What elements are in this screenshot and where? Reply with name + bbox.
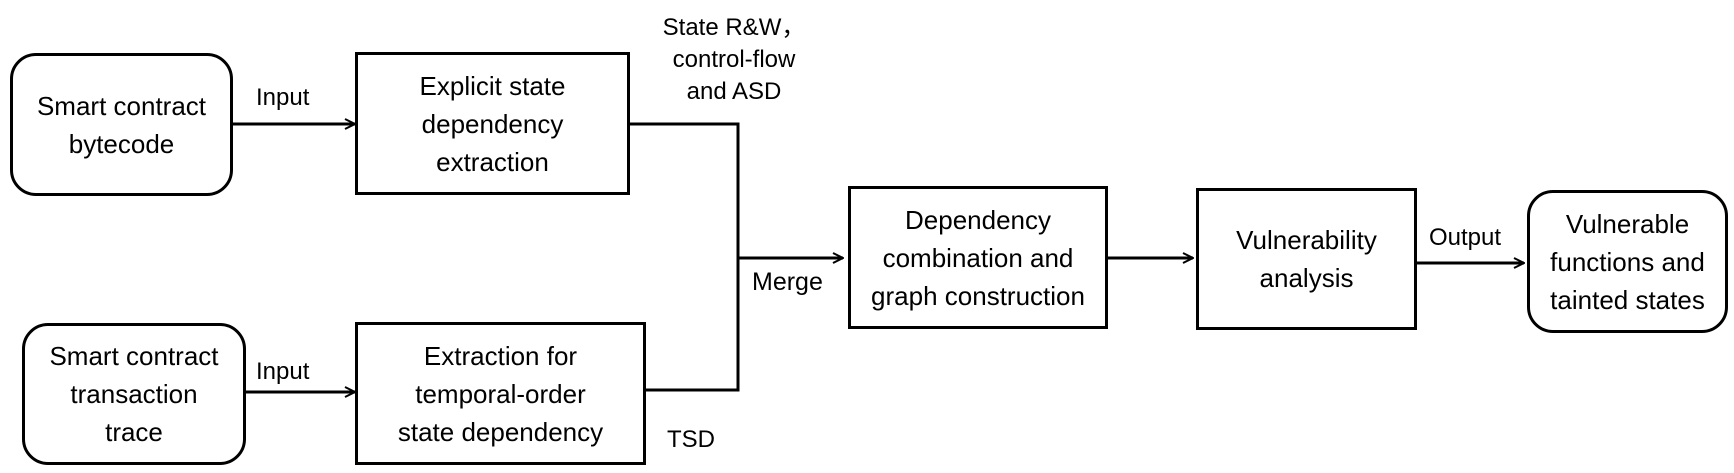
node-line: Vulnerability bbox=[1236, 225, 1377, 255]
node-line: dependency bbox=[421, 108, 564, 139]
edge-label-line: State R&W， bbox=[662, 14, 806, 41]
node-temporal-order-state-dependency: Extraction for temporal-order state depe… bbox=[355, 322, 646, 465]
node-line: trace bbox=[105, 417, 163, 447]
node-line: Vulnerable bbox=[1565, 208, 1690, 239]
edge-label-input-bottom: Input bbox=[256, 358, 310, 385]
node-line: Extraction for bbox=[423, 340, 578, 371]
edge-label-input-top: Input bbox=[256, 84, 310, 111]
node-vulnerable-functions-tainted-states: Vulnerable functions and tainted states bbox=[1527, 190, 1728, 333]
node-line: analysis bbox=[1259, 263, 1354, 293]
node-dependency-combination-graph-construction: Dependency combination and graph constru… bbox=[848, 186, 1108, 329]
edge-label-line: control-flow bbox=[672, 46, 796, 73]
node-line: Explicit state bbox=[419, 70, 566, 101]
node-line: tainted states bbox=[1550, 284, 1705, 315]
node-line: extraction bbox=[436, 146, 549, 177]
line-explicit-to-merge bbox=[630, 122, 740, 392]
node-explicit-state-dependency-extraction: Explicit state dependency extraction bbox=[355, 52, 630, 195]
edge-label-line: and ASD bbox=[686, 78, 782, 105]
node-line: Dependency bbox=[905, 204, 1051, 235]
node-smart-contract-bytecode: Smart contract bytecode bbox=[10, 53, 233, 196]
node-line: functions and bbox=[1550, 246, 1705, 277]
node-line: bytecode bbox=[68, 128, 175, 159]
edge-label-state-rw-control-flow-asd: State R&W， control-flow and ASD bbox=[644, 12, 824, 108]
node-line: transaction bbox=[70, 379, 198, 409]
edge-label-merge: Merge bbox=[752, 268, 823, 296]
node-line: Smart contract bbox=[49, 341, 219, 371]
node-vulnerability-analysis: Vulnerability analysis bbox=[1196, 188, 1417, 330]
node-line: state dependency bbox=[397, 416, 604, 447]
edge-label-output: Output bbox=[1429, 224, 1502, 251]
node-line: combination and bbox=[882, 242, 1074, 273]
node-line: Smart contract bbox=[36, 90, 207, 121]
node-line: temporal-order bbox=[415, 378, 586, 409]
edge-label-tsd: TSD bbox=[667, 426, 715, 453]
node-smart-contract-transaction-trace: Smart contract transaction trace bbox=[22, 323, 246, 465]
node-line: graph construction bbox=[871, 280, 1085, 311]
